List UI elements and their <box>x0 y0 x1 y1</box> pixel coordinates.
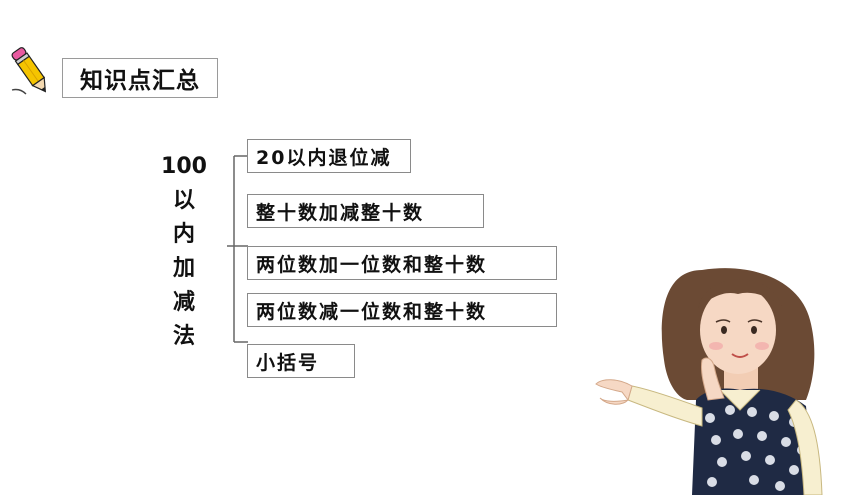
topic-item-box: 小括号 <box>247 344 355 378</box>
topic-item-box: 两位数减一位数和整十数 <box>247 293 557 327</box>
topic-char: 以 <box>172 188 195 213</box>
topic-vertical-title: 100 以 内 加 减 法 <box>158 150 210 354</box>
topic-item-box: 整十数加减整十数 <box>247 194 484 228</box>
topic-item-box: 两位数加一位数和整十数 <box>247 246 557 280</box>
page-title: 知识点汇总 <box>62 58 218 98</box>
topic-number: 100 <box>161 154 207 179</box>
tree-bracket <box>227 155 248 343</box>
topic-char: 加 <box>172 256 195 281</box>
pencil-icon <box>11 47 47 95</box>
topic-char: 内 <box>172 222 195 247</box>
topic-char: 减 <box>172 290 195 315</box>
teacher-illustration <box>595 268 823 495</box>
topic-item-box: 20以内退位减 <box>247 139 411 173</box>
topic-char: 法 <box>172 324 195 349</box>
